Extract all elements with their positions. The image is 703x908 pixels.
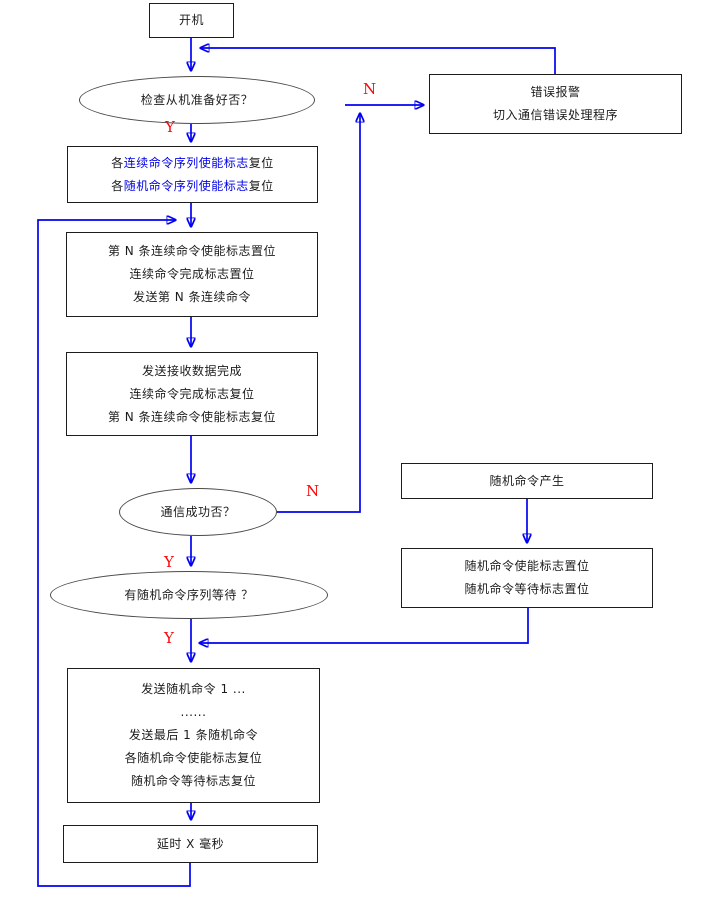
edge-comm-no (277, 113, 360, 513)
node-line: 随机命令等待标志置位 (464, 582, 590, 596)
node-line: 各连续命令序列使能标志复位 (111, 152, 274, 175)
edge-delay-loop (37, 220, 191, 887)
reset-line-post: 复位 (248, 178, 274, 193)
branch-label-check-no: N (363, 80, 377, 98)
reset-line-highlight: 连续命令序列使能标志 (123, 155, 249, 170)
node-line: 第 N 条连续命令使能标志复位 (107, 409, 277, 424)
node-line: 各随机命令使能标志复位 (124, 751, 263, 765)
node-check-slave-ready-label: 检查从机准备好否？ (140, 92, 254, 107)
node-line: 随机命令等待标志复位 (130, 774, 256, 788)
node-line: 第 N 条连续命令使能标志置位 (107, 244, 277, 258)
reset-line-pre: 各 (111, 178, 124, 193)
branch-label-wait-yes: Y (164, 629, 174, 647)
edge-error-return (200, 48, 556, 74)
node-delay-label: 延时 X 毫秒 (156, 836, 225, 851)
node-line: 发送接收数据完成 (141, 363, 242, 378)
node-check-slave-ready: 检查从机准备好否？ (79, 76, 315, 124)
node-comm-success-label: 通信成功否？ (160, 504, 236, 519)
node-line: ...... (180, 705, 207, 719)
node-send-nth-continuous: 第 N 条连续命令使能标志置位 连续命令完成标志置位 发送第 N 条连续命令 (66, 232, 318, 317)
node-line: 发送第 N 条连续命令 (132, 290, 252, 304)
node-random-queue-waiting-label: 有随机命令序列等待 ？ (124, 587, 254, 602)
node-line: 发送随机命令 1 ... (141, 682, 246, 696)
node-error-alarm: 错误报警 切入通信错误处理程序 (429, 74, 682, 134)
node-random-command-generated: 随机命令产生 (401, 463, 653, 499)
node-power-on: 开机 (149, 3, 234, 38)
node-line: 错误报警 (530, 85, 581, 99)
branch-label-comm-yes: Y (164, 553, 174, 571)
node-line: 切入通信错误处理程序 (492, 108, 618, 122)
node-random-set-flags: 随机命令使能标志置位 随机命令等待标志置位 (401, 548, 653, 608)
node-send-receive-done: 发送接收数据完成 连续命令完成标志复位 第 N 条连续命令使能标志复位 (66, 352, 318, 436)
node-line: 连续命令完成标志置位 (129, 267, 255, 281)
node-send-random-commands: 发送随机命令 1 ... ...... 发送最后 1 条随机命令 各随机命令使能… (67, 668, 320, 803)
reset-line-pre: 各 (111, 155, 124, 170)
node-reset-enable-flags: 各连续命令序列使能标志复位 各随机命令序列使能标志复位 (67, 146, 318, 203)
branch-label-comm-no: N (306, 482, 320, 500)
node-random-queue-waiting: 有随机命令序列等待 ？ (50, 571, 328, 619)
node-delay: 延时 X 毫秒 (63, 825, 318, 863)
node-comm-success: 通信成功否？ (119, 488, 277, 536)
reset-line-highlight: 随机命令序列使能标志 (123, 178, 249, 193)
node-line: 连续命令完成标志复位 (129, 386, 255, 401)
node-random-command-generated-label: 随机命令产生 (489, 473, 565, 488)
node-power-on-label: 开机 (178, 13, 204, 27)
node-line: 随机命令使能标志置位 (464, 559, 590, 573)
branch-label-check-yes: Y (165, 118, 175, 136)
reset-line-post: 复位 (248, 155, 274, 170)
edge-setflags-return (199, 608, 529, 643)
node-line: 各随机命令序列使能标志复位 (111, 175, 274, 198)
node-line: 发送最后 1 条随机命令 (128, 728, 259, 742)
